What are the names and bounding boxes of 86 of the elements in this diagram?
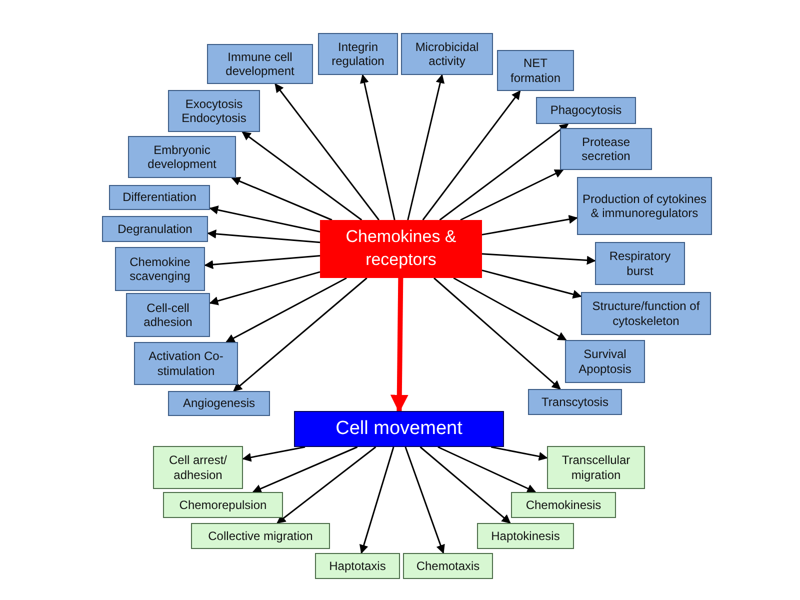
box-label: Cell-cell adhesion xyxy=(142,300,194,330)
arrow xyxy=(276,446,376,524)
box-label: Production of cytokines & immunoregulators xyxy=(581,192,708,220)
arrow xyxy=(231,177,332,221)
arrow xyxy=(242,446,306,462)
box-label: Protease secretion xyxy=(580,134,632,164)
arrow xyxy=(460,169,564,221)
arrow xyxy=(242,131,362,221)
process-box xyxy=(477,523,574,549)
arrow xyxy=(207,229,320,244)
process-box xyxy=(403,553,493,579)
process-box xyxy=(318,33,398,75)
arrow xyxy=(420,446,511,524)
process-box xyxy=(207,44,313,84)
arrow xyxy=(359,446,394,554)
arrow xyxy=(209,271,320,306)
box-label: Differentiation xyxy=(122,190,198,205)
process-box xyxy=(511,492,616,518)
process-box xyxy=(191,523,330,549)
process-box xyxy=(315,553,400,579)
process-box xyxy=(401,33,493,75)
box-label: Transcellular migration xyxy=(560,453,632,482)
process-box xyxy=(547,446,645,489)
arrow xyxy=(404,446,445,554)
process-box xyxy=(577,177,712,235)
box-label: Chemokines & receptors xyxy=(344,226,458,271)
arrow xyxy=(482,214,578,236)
arrow xyxy=(407,74,445,220)
box-label: Cell movement xyxy=(334,418,464,440)
process-box xyxy=(565,340,645,383)
box-label: Integrin regulation xyxy=(330,40,386,68)
process-box xyxy=(128,136,236,178)
box-label: Microbicidal activity xyxy=(414,40,480,68)
process-box xyxy=(168,391,270,416)
arrow xyxy=(360,74,396,220)
box-label: Respiratory burst xyxy=(608,249,672,278)
arrow xyxy=(482,253,596,265)
box-label: Cell arrest/ adhesion xyxy=(168,453,228,482)
box-label: Phagocytosis xyxy=(549,103,623,118)
arrow xyxy=(438,446,536,493)
process-box xyxy=(126,293,210,337)
box-label: Structure/function of cytoskeleton xyxy=(591,299,701,328)
arrow xyxy=(252,446,358,493)
arrow xyxy=(453,277,567,341)
process-box xyxy=(153,446,243,489)
arrow xyxy=(226,277,347,343)
box-label: Embryonic development xyxy=(146,142,218,172)
process-box xyxy=(528,389,622,415)
arrow xyxy=(274,83,380,220)
process-box xyxy=(581,292,711,335)
box-label: Activation Co-stimulation xyxy=(148,349,224,378)
process-box xyxy=(497,50,574,91)
arrow xyxy=(490,446,548,461)
box-label: Chemokine scavenging xyxy=(128,254,192,284)
center-box xyxy=(320,220,482,278)
box-label: Chemorepulsion xyxy=(178,498,268,512)
box-label: Degranulation xyxy=(116,222,194,236)
box-label: Chemokinesis xyxy=(524,498,602,512)
process-box xyxy=(109,185,210,210)
arrow xyxy=(204,254,320,270)
arrow xyxy=(233,277,368,392)
arrow xyxy=(439,123,569,221)
process-box xyxy=(163,492,283,518)
process-box xyxy=(102,216,208,242)
process-box xyxy=(595,242,685,285)
box-label: Survival Apoptosis xyxy=(578,347,632,376)
process-box xyxy=(168,90,260,132)
process-box xyxy=(560,128,652,170)
box-label: Chemotaxis xyxy=(415,558,481,574)
process-box xyxy=(536,97,636,124)
box-label: NET formation xyxy=(509,56,562,85)
box-label: Transcytosis xyxy=(540,394,610,410)
box-label: Exocytosis Endocytosis xyxy=(180,96,248,126)
box-label: Haptotaxis xyxy=(328,558,387,574)
box-label: Collective migration xyxy=(207,528,314,544)
arrow xyxy=(482,270,582,299)
center-box xyxy=(294,411,504,447)
arrow xyxy=(433,277,561,390)
process-box xyxy=(115,247,205,291)
thick-arrow xyxy=(390,278,408,413)
arrow xyxy=(209,206,320,232)
box-label: Haptokinesis xyxy=(490,528,561,544)
arrow xyxy=(422,90,521,220)
box-label: Immune cell development xyxy=(224,50,296,78)
box-label: Angiogenesis xyxy=(182,396,256,411)
process-box xyxy=(134,342,238,385)
